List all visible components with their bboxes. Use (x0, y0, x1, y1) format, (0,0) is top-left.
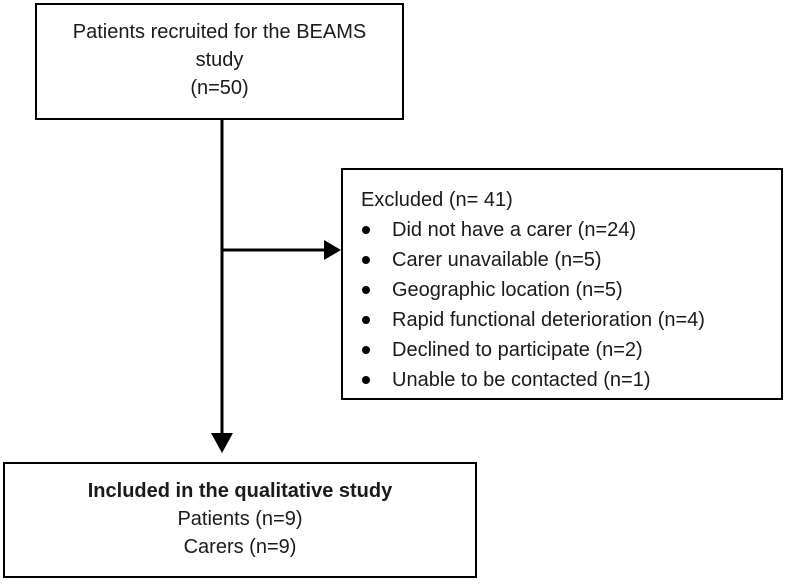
bullet-icon (362, 376, 370, 384)
included-box: Included in the qualitative study Patien… (3, 462, 477, 578)
excluded-item-label: Unable to be contacted (n=1) (392, 369, 651, 391)
excluded-item: Declined to participate (n=2) (361, 335, 773, 365)
recruited-line-3: (n=50) (190, 77, 249, 99)
excluded-list: Did not have a carer (n=24) Carer unavai… (361, 215, 773, 395)
excluded-item: Geographic location (n=5) (361, 275, 773, 305)
excluded-item: Carer unavailable (n=5) (361, 245, 773, 275)
arrowhead-right-icon (324, 240, 341, 260)
arrowhead-down-icon (211, 433, 233, 453)
bullet-icon (362, 226, 370, 234)
recruited-box: Patients recruited for the BEAMS study (… (35, 3, 404, 120)
excluded-item-label: Declined to participate (n=2) (392, 339, 643, 361)
bullet-icon (362, 346, 370, 354)
excluded-item-label: Did not have a carer (n=24) (392, 219, 637, 241)
recruited-line-1: Patients recruited for the BEAMS (72, 21, 367, 43)
excluded-item-label: Geographic location (n=5) (392, 279, 623, 301)
excluded-item-label: Carer unavailable (n=5) (392, 249, 602, 271)
recruited-line-2: study (195, 49, 244, 71)
included-line-carers: Carers (n=9) (183, 536, 297, 558)
excluded-item: Did not have a carer (n=24) (361, 215, 773, 245)
excluded-box: Excluded (n= 41) Did not have a carer (n… (341, 168, 783, 400)
bullet-icon (362, 316, 370, 324)
bullet-icon (362, 286, 370, 294)
bullet-icon (362, 256, 370, 264)
included-line-patients: Patients (n=9) (177, 508, 303, 530)
included-title: Included in the qualitative study (87, 480, 393, 502)
excluded-item: Rapid functional deterioration (n=4) (361, 305, 773, 335)
excluded-header: Excluded (n= 41) (361, 189, 513, 211)
excluded-item: Unable to be contacted (n=1) (361, 365, 773, 395)
excluded-item-label: Rapid functional deterioration (n=4) (392, 309, 705, 331)
